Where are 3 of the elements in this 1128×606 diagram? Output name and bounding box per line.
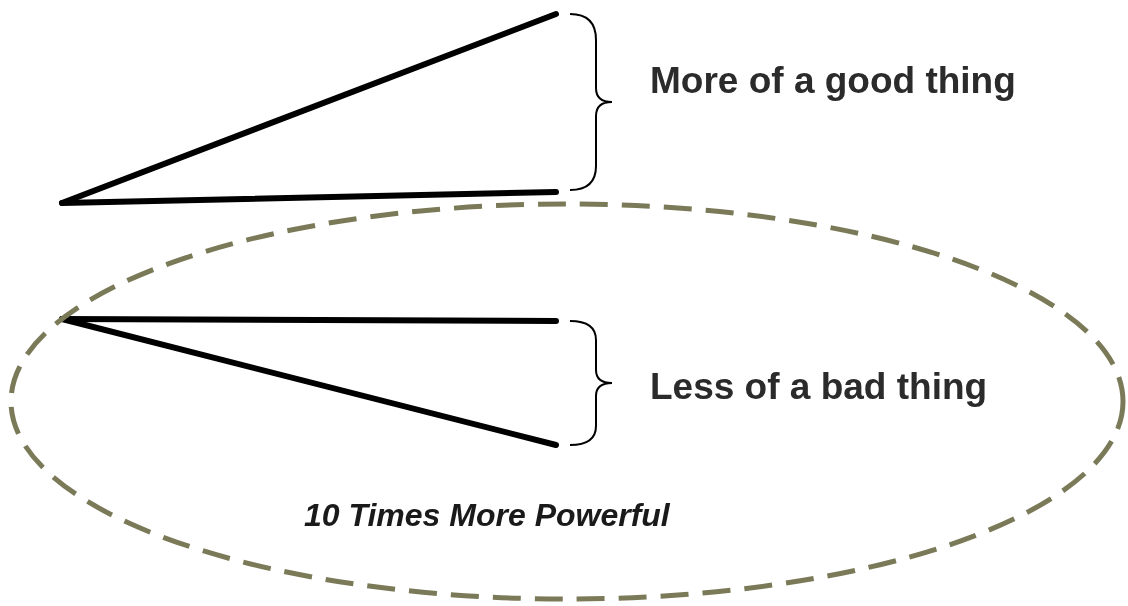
caption-text: 10 Times More Powerful xyxy=(304,499,670,531)
label-text: Less of a bad thing xyxy=(650,368,988,405)
label-text: More of a good thing xyxy=(650,62,1016,99)
